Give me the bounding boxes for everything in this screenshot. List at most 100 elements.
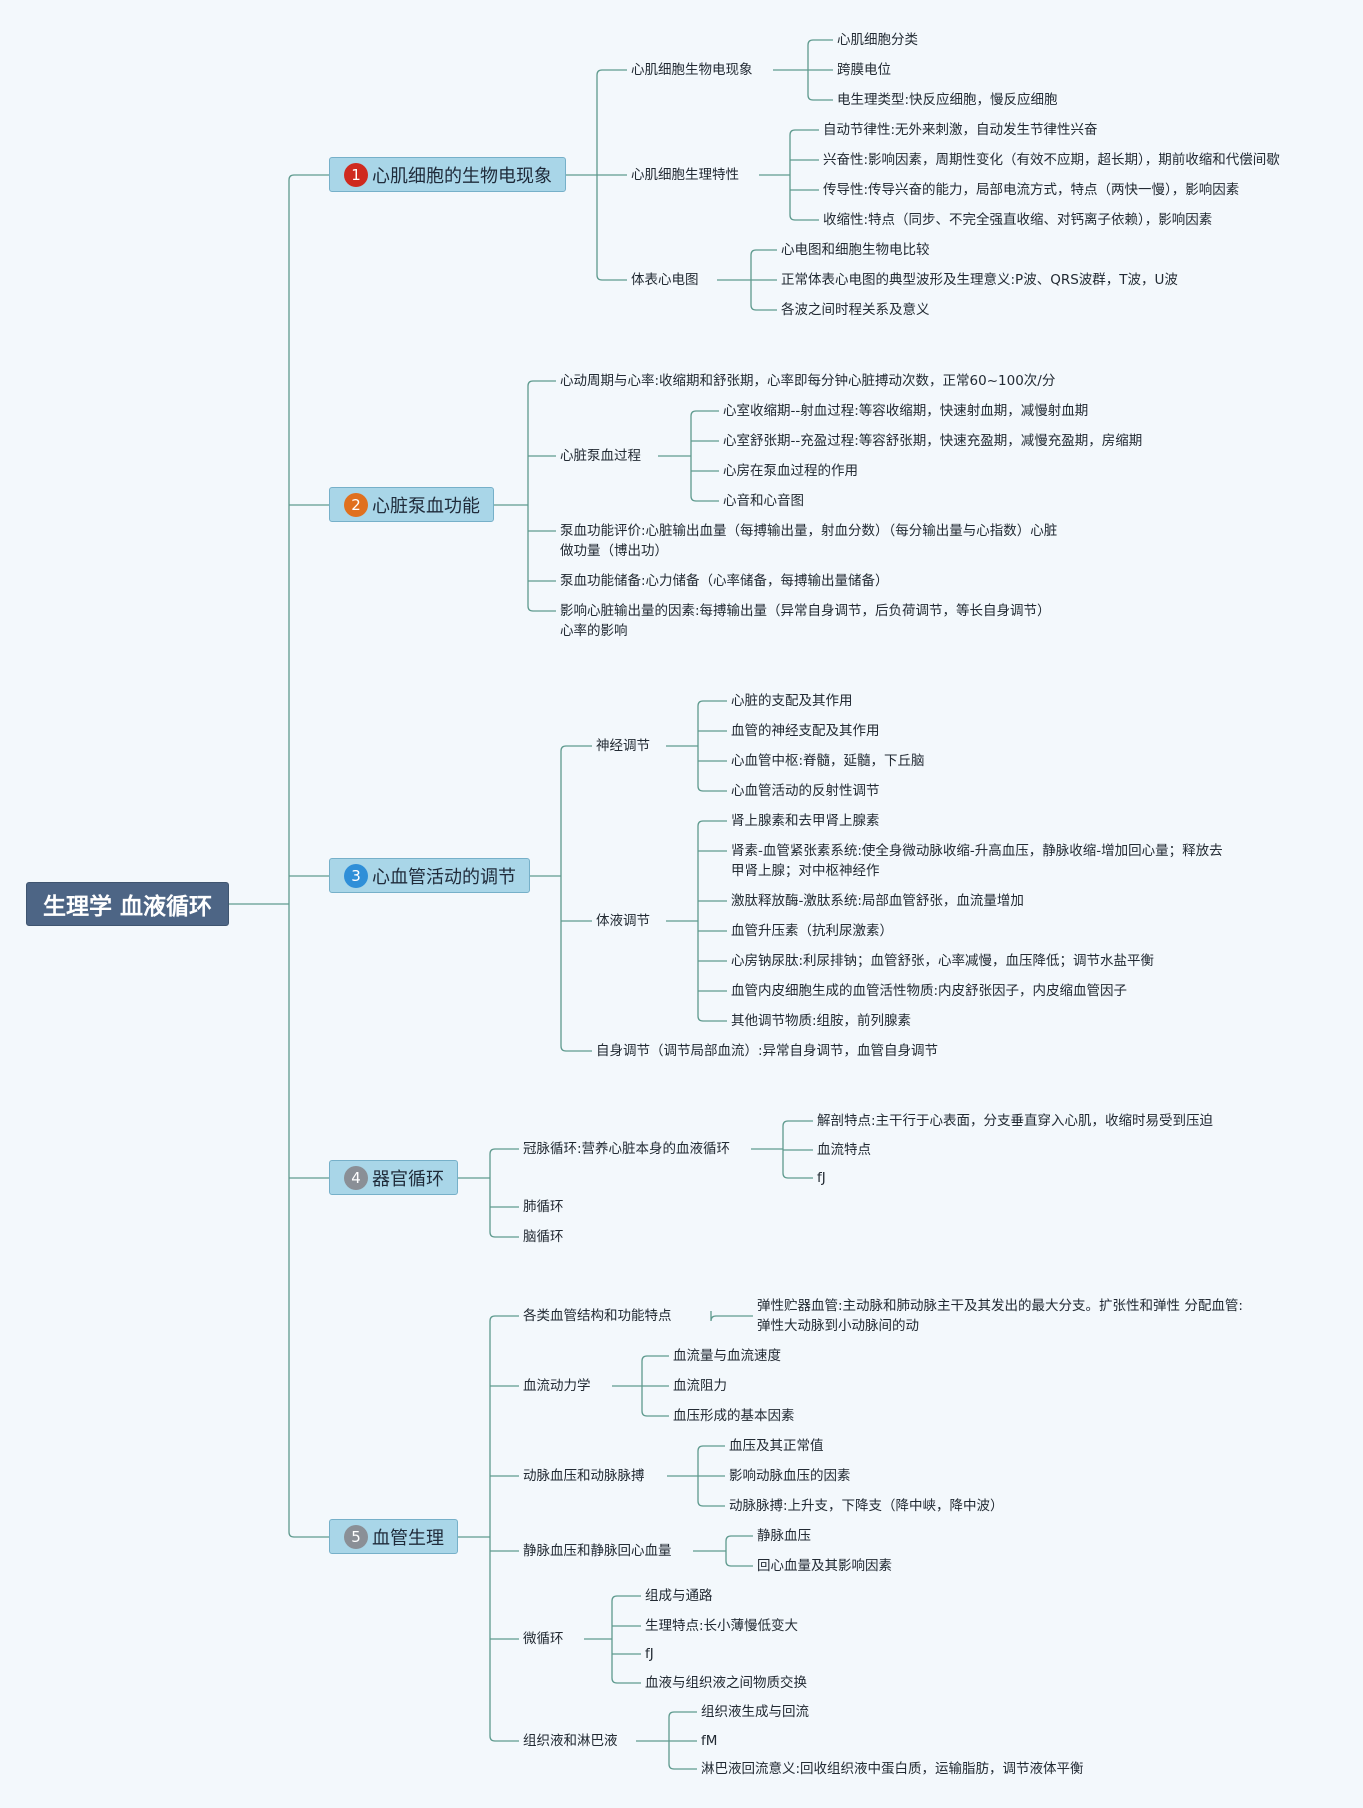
leaf-3-1-1[interactable]: 心脏的支配及其作用 bbox=[731, 693, 853, 709]
connector-b2 bbox=[494, 380, 556, 612]
leaf-5-5-4[interactable]: 血液与组织液之间物质交换 bbox=[645, 1675, 807, 1691]
connector-b5 bbox=[458, 1315, 519, 1742]
leaf-5-5-1[interactable]: 组成与通路 bbox=[645, 1588, 713, 1604]
branch-1-label: 心肌细胞的生物电现象 bbox=[372, 165, 552, 187]
connector-root bbox=[229, 174, 329, 1538]
node-5-4[interactable]: 静脉血压和静脉回心血量 bbox=[523, 1543, 672, 1559]
leaf-4-1-2[interactable]: 血流特点 bbox=[817, 1142, 871, 1158]
leaf-5-4-1[interactable]: 静脉血压 bbox=[757, 1528, 811, 1544]
branch-3-label: 心血管活动的调节 bbox=[372, 866, 516, 888]
connector-b3-2 bbox=[666, 820, 727, 1022]
leaf-3-1-3[interactable]: 心血管中枢:脊髓，延髓，下丘脑 bbox=[731, 753, 925, 769]
leaf-3-2-1[interactable]: 肾上腺素和去甲肾上腺素 bbox=[731, 813, 880, 829]
node-4-1[interactable]: 冠脉循环:营养心脏本身的血液循环 bbox=[523, 1141, 731, 1157]
leaf-5-3-1[interactable]: 血压及其正常值 bbox=[729, 1438, 824, 1454]
badge-3-icon: 3 bbox=[344, 863, 368, 888]
leaf-5-2-3[interactable]: 血压形成的基本因素 bbox=[673, 1408, 795, 1424]
node-4-2[interactable]: 肺循环 bbox=[523, 1199, 564, 1215]
leaf-5-6-2[interactable]: fM bbox=[701, 1733, 718, 1749]
node-5-5[interactable]: 微循环 bbox=[523, 1631, 564, 1647]
leaf-3-2-7[interactable]: 其他调节物质:组胺，前列腺素 bbox=[731, 1013, 912, 1029]
connector-b5-4 bbox=[693, 1535, 753, 1567]
node-5-3[interactable]: 动脉血压和动脉脉搏 bbox=[523, 1468, 645, 1484]
leaf-4-1-1[interactable]: 解剖特点:主干行于心表面，分支垂直穿入心肌，收缩时易受到压迫 bbox=[817, 1113, 1214, 1129]
connector-b1 bbox=[566, 69, 627, 281]
leaf-5-1-1[interactable]: 弹性贮器血管:主动脉和肺动脉主干及其发出的最大分支。扩张性和弹性 分配血管:弹性… bbox=[757, 1298, 1243, 1334]
leaf-3-2-6[interactable]: 血管内皮细胞生成的血管活性物质:内皮舒张因子，内皮缩血管因子 bbox=[731, 983, 1128, 999]
branch-2-topic[interactable]: 2 心脏泵血功能 bbox=[329, 487, 494, 522]
leaf-5-5-2[interactable]: 生理特点:长小薄慢低变大 bbox=[645, 1618, 799, 1634]
root-topic[interactable]: 生理学 血液循环 bbox=[26, 882, 229, 926]
badge-1-icon: 1 bbox=[344, 162, 368, 187]
leaf-5-6-1[interactable]: 组织液生成与回流 bbox=[701, 1704, 809, 1720]
leaf-1-3-3[interactable]: 各波之间时程关系及意义 bbox=[781, 302, 930, 318]
connector-b1-2 bbox=[759, 129, 819, 221]
node-4-3[interactable]: 脑循环 bbox=[523, 1229, 564, 1245]
leaf-5-3-2[interactable]: 影响动脉血压的因素 bbox=[729, 1468, 851, 1484]
leaf-2-2-3[interactable]: 心房在泵血过程的作用 bbox=[723, 463, 858, 479]
branch-5-label: 血管生理 bbox=[372, 1527, 444, 1549]
node-2-5[interactable]: 影响心脏输出量的因素:每搏输出量（异常自身调节，后负荷调节，等长自身调节）心率的… bbox=[560, 603, 1044, 639]
node-1-1[interactable]: 心肌细胞生物电现象 bbox=[631, 62, 753, 78]
leaf-5-2-2[interactable]: 血流阻力 bbox=[673, 1378, 727, 1394]
connector-b1-3 bbox=[717, 249, 777, 311]
connector-b2-2 bbox=[658, 410, 719, 502]
leaf-2-2-1[interactable]: 心室收缩期--射血过程:等容收缩期，快速射血期，减慢射血期 bbox=[723, 403, 1089, 419]
leaf-5-6-3[interactable]: 淋巴液回流意义:回收组织液中蛋白质，运输脂肪，调节液体平衡 bbox=[701, 1761, 1084, 1777]
leaf-4-1-3[interactable]: fJ bbox=[817, 1170, 826, 1186]
leaf-1-2-1[interactable]: 自动节律性:无外来刺激，自动发生节律性兴奋 bbox=[823, 122, 1098, 138]
leaf-2-2-2[interactable]: 心室舒张期--充盈过程:等容舒张期，快速充盈期，减慢充盈期，房缩期 bbox=[723, 433, 1143, 449]
leaf-1-2-2[interactable]: 兴奋性:影响因素，周期性变化（有效不应期，超长期），期前收缩和代偿间歇 bbox=[823, 152, 1280, 168]
node-2-4[interactable]: 泵血功能储备:心力储备（心率储备，每搏输出量储备） bbox=[560, 573, 889, 589]
connector-b3-1 bbox=[666, 700, 727, 792]
leaf-3-2-5[interactable]: 心房钠尿肽:利尿排钠；血管舒张，心率减慢，血压降低；调节水盐平衡 bbox=[731, 953, 1155, 969]
leaf-3-1-2[interactable]: 血管的神经支配及其作用 bbox=[731, 723, 880, 739]
leaf-3-1-4[interactable]: 心血管活动的反射性调节 bbox=[731, 783, 880, 799]
leaf-1-2-3[interactable]: 传导性:传导兴奋的能力，局部电流方式，特点（两快一慢），影响因素 bbox=[823, 182, 1240, 198]
leaf-5-3-3[interactable]: 动脉脉搏:上升支，下降支（降中峡，降中波） bbox=[729, 1498, 1004, 1514]
leaf-5-4-2[interactable]: 回心血量及其影响因素 bbox=[757, 1558, 892, 1574]
connector-b3 bbox=[530, 745, 592, 1052]
connector-b5-1 bbox=[710, 1311, 753, 1322]
leaf-1-2-4[interactable]: 收缩性:特点（同步、不完全强直收缩、对钙离子依赖），影响因素 bbox=[823, 212, 1213, 228]
badge-4-icon: 4 bbox=[344, 1165, 368, 1190]
connector-b1-1 bbox=[773, 39, 833, 101]
badge-5-icon: 5 bbox=[344, 1524, 368, 1549]
branch-5-topic[interactable]: 5 血管生理 bbox=[329, 1519, 458, 1554]
leaf-5-2-1[interactable]: 血流量与血流速度 bbox=[673, 1348, 781, 1364]
connector-b4-1 bbox=[751, 1120, 813, 1179]
node-5-2[interactable]: 血流动力学 bbox=[523, 1378, 591, 1394]
connector-b4 bbox=[458, 1148, 519, 1238]
badge-2-icon: 2 bbox=[344, 492, 368, 517]
leaf-1-1-2[interactable]: 跨膜电位 bbox=[837, 62, 891, 78]
node-3-3[interactable]: 自身调节（调节局部血流）:异常自身调节，血管自身调节 bbox=[596, 1043, 939, 1059]
leaf-2-2-4[interactable]: 心音和心音图 bbox=[723, 493, 804, 509]
node-1-3[interactable]: 体表心电图 bbox=[631, 272, 699, 288]
branch-4-topic[interactable]: 4 器官循环 bbox=[329, 1160, 458, 1195]
leaf-3-2-2[interactable]: 肾素-血管紧张素系统:使全身微动脉收缩-升高血压，静脉收缩-增加回心量；释放去甲… bbox=[731, 843, 1223, 879]
branch-2-label: 心脏泵血功能 bbox=[372, 495, 480, 517]
leaf-3-2-4[interactable]: 血管升压素（抗利尿激素） bbox=[731, 923, 893, 939]
node-3-1[interactable]: 神经调节 bbox=[596, 738, 650, 754]
node-1-2[interactable]: 心肌细胞生理特性 bbox=[631, 167, 739, 183]
connector-b5-3 bbox=[667, 1445, 725, 1507]
node-3-2[interactable]: 体液调节 bbox=[596, 913, 650, 929]
node-5-6[interactable]: 组织液和淋巴液 bbox=[523, 1733, 618, 1749]
connector-b5-5 bbox=[584, 1595, 641, 1684]
leaf-1-1-1[interactable]: 心肌细胞分类 bbox=[837, 32, 918, 48]
branch-4-label: 器官循环 bbox=[372, 1168, 444, 1190]
branch-3-topic[interactable]: 3 心血管活动的调节 bbox=[329, 858, 530, 893]
connector-b5-6 bbox=[636, 1711, 697, 1770]
node-2-2[interactable]: 心脏泵血过程 bbox=[560, 448, 641, 464]
branch-1-topic[interactable]: 1 心肌细胞的生物电现象 bbox=[329, 157, 566, 192]
node-2-3[interactable]: 泵血功能评价:心脏输出血量（每搏输出量，射血分数）（每分输出量与心指数）心脏做功… bbox=[560, 523, 1058, 559]
connector-b5-2 bbox=[612, 1355, 669, 1417]
node-2-1[interactable]: 心动周期与心率:收缩期和舒张期，心率即每分钟心脏搏动次数，正常60~100次/分 bbox=[560, 373, 1056, 389]
leaf-1-1-3[interactable]: 电生理类型:快反应细胞，慢反应细胞 bbox=[837, 92, 1058, 108]
leaf-1-3-2[interactable]: 正常体表心电图的典型波形及生理意义:P波、QRS波群，T波，U波 bbox=[781, 272, 1178, 288]
leaf-1-3-1[interactable]: 心电图和细胞生物电比较 bbox=[781, 242, 930, 258]
leaf-3-2-3[interactable]: 激肽释放酶-激肽系统:局部血管舒张，血流量增加 bbox=[731, 893, 1024, 909]
leaf-5-5-3[interactable]: fJ bbox=[645, 1646, 654, 1662]
node-5-1[interactable]: 各类血管结构和功能特点 bbox=[523, 1308, 672, 1324]
